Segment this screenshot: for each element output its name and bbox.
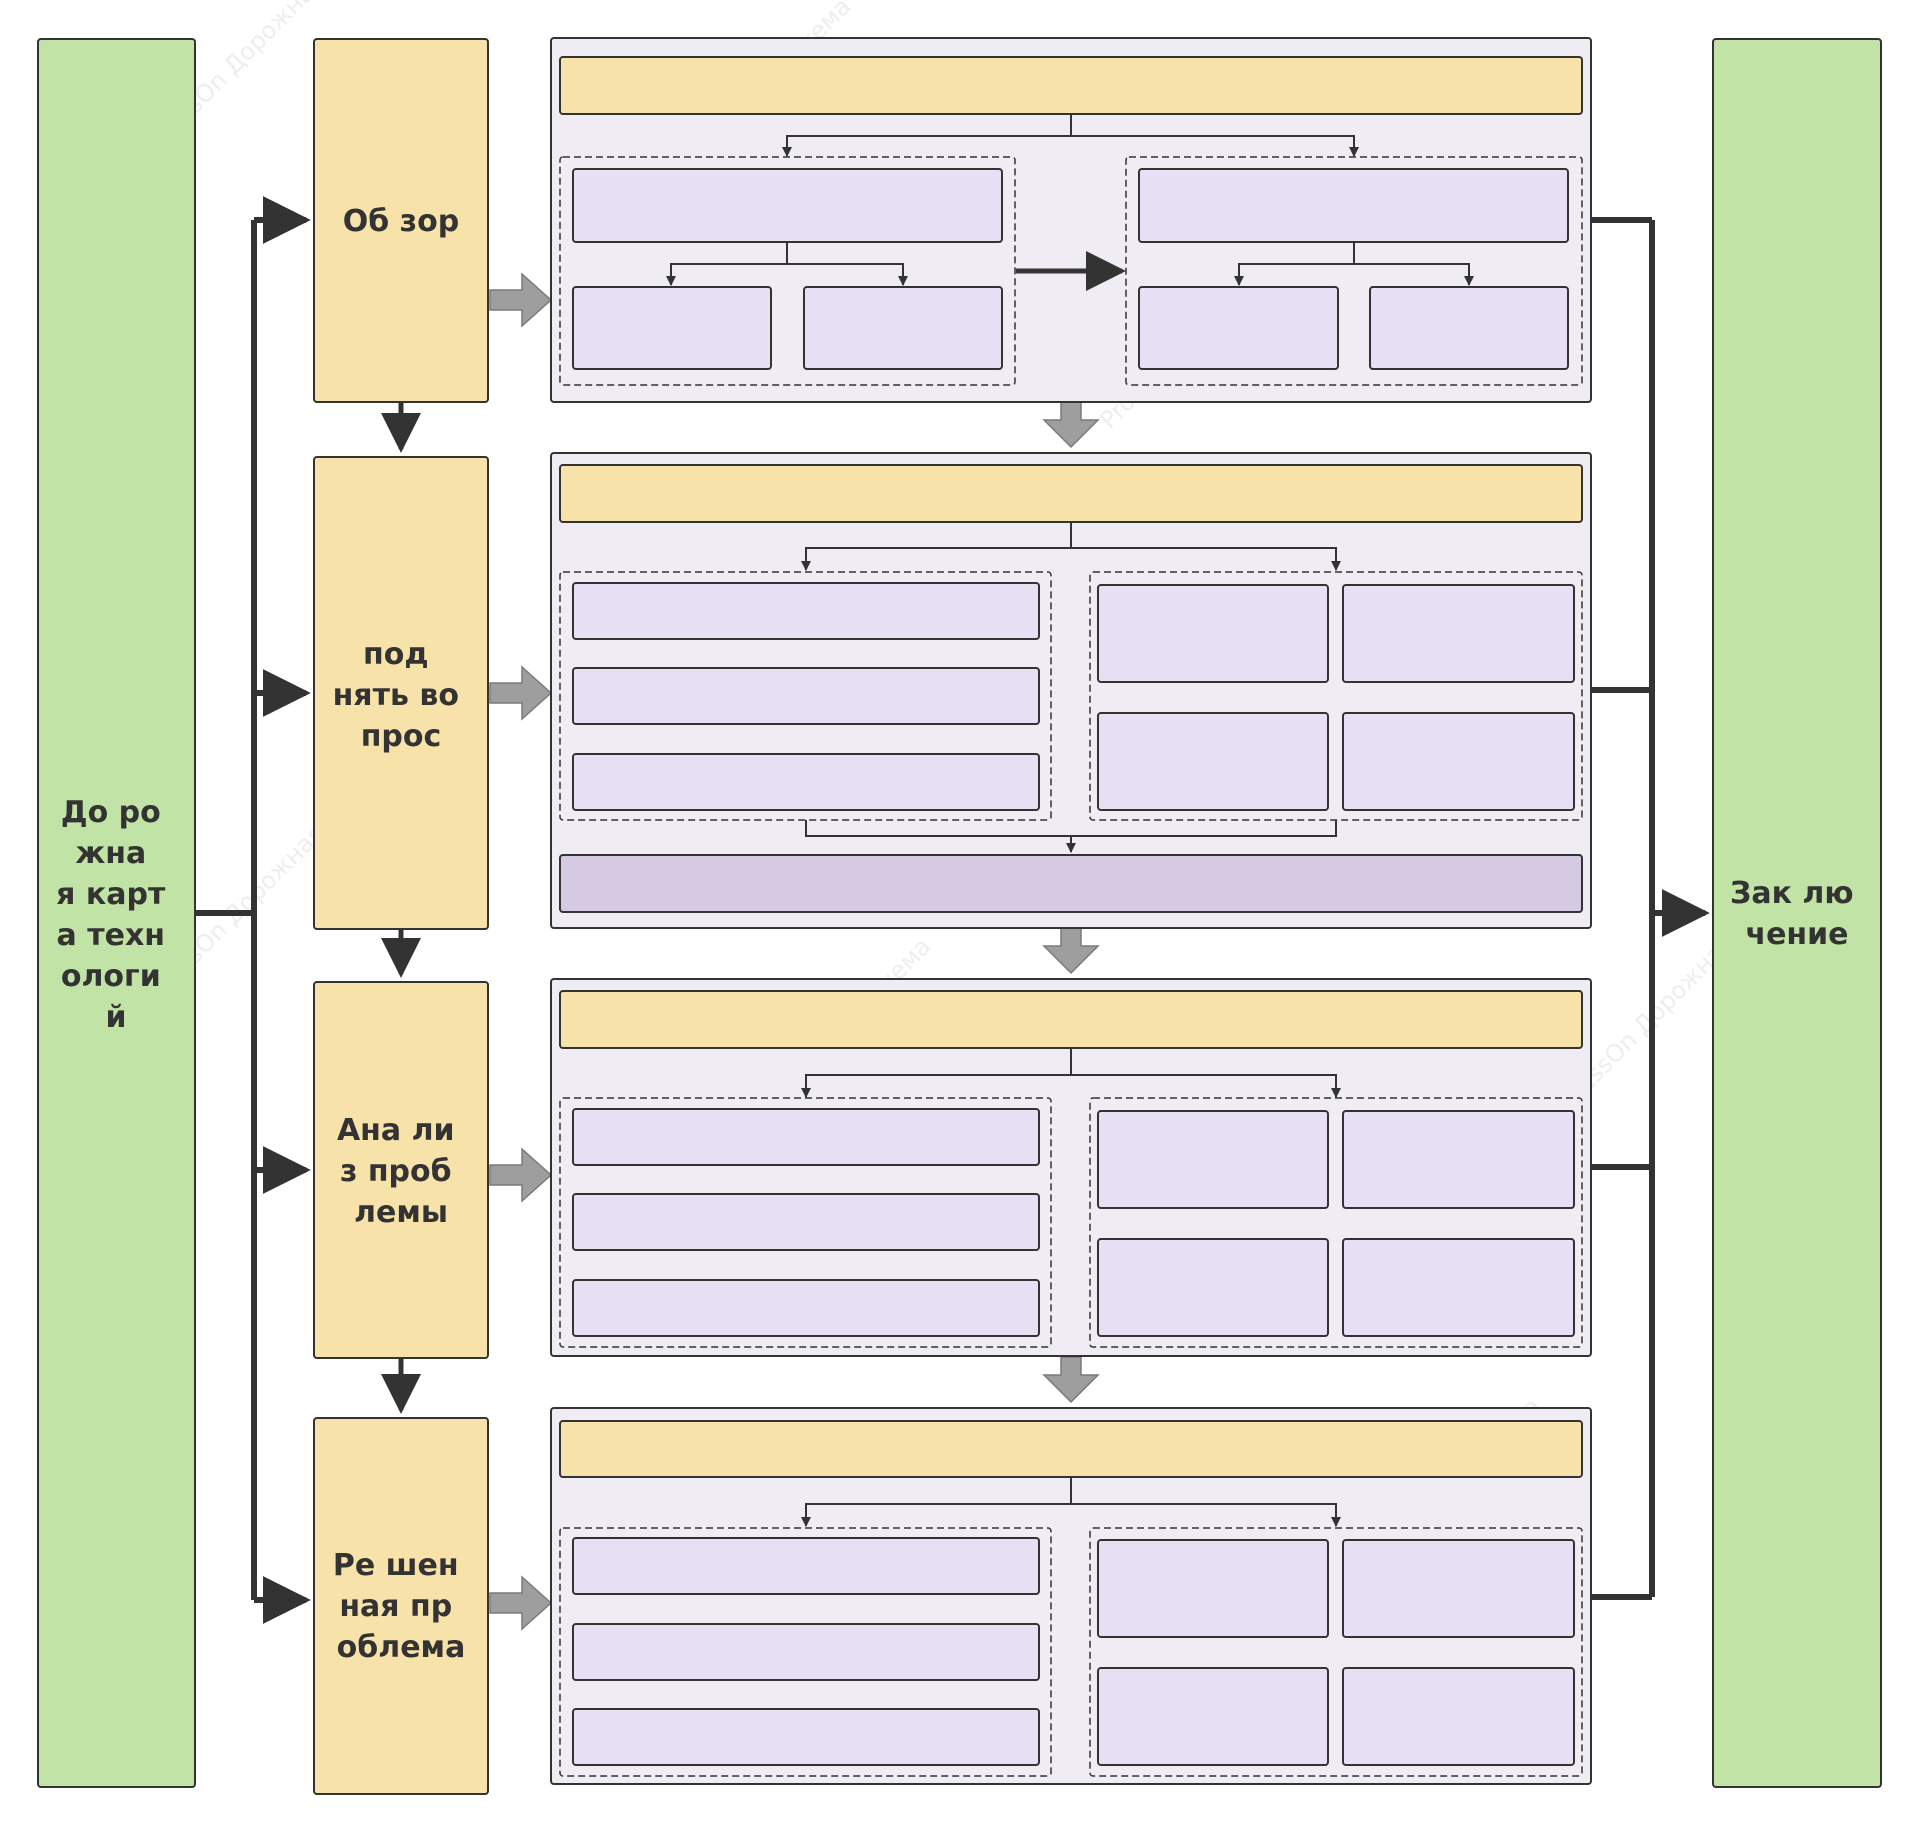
content-placeholder (1097, 1238, 1329, 1337)
step-label-line: з проб (340, 1154, 452, 1189)
content-placeholder (572, 1708, 1040, 1766)
dashed-group (559, 156, 1016, 386)
content-placeholder (1342, 1539, 1575, 1638)
gray-down-arrow-icon (1042, 927, 1100, 975)
content-placeholder (1097, 712, 1329, 811)
step-label-overview: Об зор (343, 204, 459, 239)
roadmap-label-line: а техн (57, 918, 166, 953)
content-placeholder (1138, 286, 1339, 370)
content-placeholder (572, 1193, 1040, 1251)
content-placeholder (1097, 584, 1329, 683)
step-label-line: прос (361, 719, 442, 754)
gray-right-arrow-icon (489, 272, 553, 328)
step-label-line: лемы (354, 1195, 448, 1230)
content-placeholder (572, 582, 1040, 640)
step-label-line: под (363, 637, 429, 672)
dashed-group (559, 571, 1052, 821)
step-label-line: ная пр (339, 1589, 452, 1624)
content-placeholder (803, 286, 1003, 370)
detail-panel-problem-analysis (550, 978, 1592, 1357)
content-placeholder (1097, 1667, 1329, 1766)
roadmap-label: До ро жна я карт а техн ологи й (56, 795, 176, 1035)
gray-down-arrow-icon (1042, 401, 1100, 449)
step-box-solved-problem (313, 1417, 489, 1795)
gray-right-arrow-icon (489, 1147, 553, 1203)
conclusion-label-line: Зак лю (1730, 876, 1854, 911)
panel-header-bar (559, 464, 1583, 523)
content-placeholder (572, 667, 1040, 725)
panel-header-bar (559, 1420, 1583, 1478)
content-placeholder (1097, 1539, 1329, 1638)
content-placeholder (572, 168, 1003, 243)
content-placeholder (572, 1279, 1040, 1337)
detail-panel-solved-problem (550, 1407, 1592, 1785)
step-label-line: Ана ли (337, 1113, 455, 1148)
panel-header-bar (559, 56, 1583, 115)
dashed-group (1125, 156, 1583, 386)
roadmap-label-line: я карт (56, 877, 166, 912)
roadmap-label-line: жна (75, 836, 146, 871)
detail-panel-raise-question (550, 452, 1592, 929)
dashed-group (559, 1527, 1052, 1777)
content-placeholder (1097, 1110, 1329, 1209)
content-placeholder (1342, 584, 1575, 683)
conclusion-label-line: чение (1745, 917, 1848, 952)
content-placeholder (572, 1623, 1040, 1681)
step-label-line: Ре шен (333, 1548, 459, 1583)
roadmap-label-line: До ро (61, 795, 161, 830)
step-label-line: облема (337, 1630, 466, 1665)
content-placeholder (1138, 168, 1569, 243)
gray-right-arrows (489, 272, 553, 1631)
content-placeholder (1342, 712, 1575, 811)
right-trunk-connector (1591, 217, 1710, 1600)
roadmap-label-line: ологи (61, 959, 161, 994)
gray-right-arrow-icon (489, 1575, 553, 1631)
dashed-group (1089, 1097, 1583, 1348)
content-placeholder (1342, 1110, 1575, 1209)
step-label-line: нять во (333, 678, 459, 713)
content-placeholder (572, 1108, 1040, 1166)
content-placeholder (572, 753, 1040, 811)
content-placeholder (572, 286, 772, 370)
content-placeholder (1342, 1238, 1575, 1337)
panel-header-bar (559, 990, 1583, 1049)
content-placeholder (1369, 286, 1569, 370)
gray-down-arrows (1042, 401, 1100, 1404)
roadmap-label-line: й (105, 1000, 126, 1035)
step-label-problem-analysis: Ана ли з проб лемы (337, 1113, 465, 1230)
dashed-group (1089, 1527, 1583, 1777)
gray-down-arrow-icon (1042, 1356, 1100, 1404)
step-label-line: Об зор (343, 204, 459, 239)
content-placeholder (572, 1537, 1040, 1595)
step-label-raise-question: под нять во прос (333, 637, 470, 754)
conclusion-label: Зак лю чение (1730, 876, 1864, 952)
step-label-solved-problem: Ре шен ная пр облема (333, 1548, 469, 1665)
summary-bar (559, 854, 1583, 913)
detail-panel-overview (550, 37, 1592, 403)
left-trunk-connector (195, 196, 311, 1624)
gray-right-arrow-icon (489, 665, 553, 721)
dashed-group (559, 1097, 1052, 1348)
roadmap-block (37, 38, 196, 1788)
content-placeholder (1342, 1667, 1575, 1766)
conclusion-block (1712, 38, 1882, 1788)
